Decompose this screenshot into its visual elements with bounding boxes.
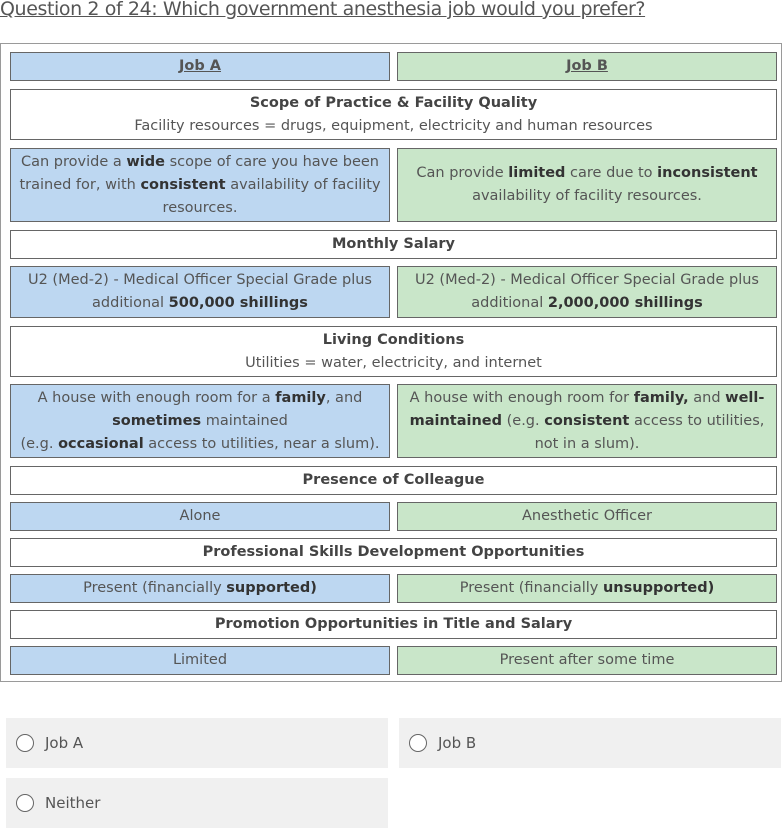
salary-title-row: Monthly Salary xyxy=(10,230,777,259)
promotion-job-b: Present after some time xyxy=(397,646,777,675)
job-b-header-label: Job B xyxy=(566,58,608,74)
salary-values-row: U2 (Med-2) - Medical Officer Special Gra… xyxy=(10,266,777,318)
job-a-header-label: Job A xyxy=(178,58,221,74)
colleague-title: Presence of Colleague xyxy=(302,472,485,488)
living-job-a: A house with enough room for a family, a… xyxy=(10,384,390,458)
promotion-job-a: Limited xyxy=(10,646,390,675)
promotion-title-row: Promotion Opportunities in Title and Sal… xyxy=(10,610,777,639)
scope-job-b-text: Can provide limited care due to inconsis… xyxy=(416,165,758,204)
salary-title-cell: Monthly Salary xyxy=(10,230,777,259)
promotion-job-a-text: Limited xyxy=(172,652,228,668)
promotion-title-cell: Promotion Opportunities in Title and Sal… xyxy=(10,610,777,639)
colleague-title-cell: Presence of Colleague xyxy=(10,466,777,495)
living-title: Living Conditions xyxy=(322,331,465,348)
colleague-values-row: Alone Anesthetic Officer xyxy=(10,502,777,531)
promotion-values-row: Limited Present after some time xyxy=(10,646,777,675)
scope-job-a: Can provide a wide scope of care you hav… xyxy=(10,148,390,222)
skills-job-a-text: Present (financially supported) xyxy=(83,580,317,596)
scope-job-a-text: Can provide a wide scope of care you hav… xyxy=(19,153,381,216)
skills-job-b-text: Present (financially unsupported) xyxy=(459,580,715,596)
living-job-b-text: A house with enough room for family, and… xyxy=(409,389,765,452)
salary-job-b-text: U2 (Med-2) - Medical Officer Special Gra… xyxy=(414,272,759,311)
radio-icon[interactable] xyxy=(16,794,34,812)
colleague-title-row: Presence of Colleague xyxy=(10,466,777,495)
skills-job-b: Present (financially unsupported) xyxy=(397,574,777,603)
scope-values-row: Can provide a wide scope of care you hav… xyxy=(10,148,777,222)
scope-job-b: Can provide limited care due to inconsis… xyxy=(397,148,777,222)
promotion-job-b-text: Present after some time xyxy=(499,652,675,668)
radio-icon[interactable] xyxy=(16,734,34,752)
living-job-b: A house with enough room for family, and… xyxy=(397,384,777,458)
option-job-b[interactable]: Job B xyxy=(399,718,781,768)
salary-job-a: U2 (Med-2) - Medical Officer Special Gra… xyxy=(10,266,390,318)
option-job-b-label: Job B xyxy=(438,734,477,752)
skills-title-row: Professional Skills Development Opportun… xyxy=(10,538,777,567)
colleague-job-b-text: Anesthetic Officer xyxy=(522,508,652,524)
living-title-cell: Living Conditions Utilities = water, ele… xyxy=(10,326,777,377)
scope-title-row: Scope of Practice & Facility Quality Fac… xyxy=(10,89,777,140)
question-title: Question 2 of 24: Which government anest… xyxy=(0,0,646,20)
radio-icon[interactable] xyxy=(409,734,427,752)
skills-values-row: Present (financially supported) Present … xyxy=(10,574,777,603)
living-job-a-text: A house with enough room for a family, a… xyxy=(20,389,380,452)
colleague-job-a-text: Alone xyxy=(179,508,221,524)
salary-job-b: U2 (Med-2) - Medical Officer Special Gra… xyxy=(397,266,777,318)
option-job-a[interactable]: Job A xyxy=(6,718,388,768)
colleague-job-a: Alone xyxy=(10,502,390,531)
living-title-row: Living Conditions Utilities = water, ele… xyxy=(10,326,777,377)
skills-title: Professional Skills Development Opportun… xyxy=(202,544,585,560)
job-a-header: Job A xyxy=(10,52,390,81)
scope-title-cell: Scope of Practice & Facility Quality Fac… xyxy=(10,89,777,140)
option-neither[interactable]: Neither xyxy=(6,778,388,828)
option-job-a-label: Job A xyxy=(45,734,84,752)
colleague-job-b: Anesthetic Officer xyxy=(397,502,777,531)
skills-title-cell: Professional Skills Development Opportun… xyxy=(10,538,777,567)
skills-job-a: Present (financially supported) xyxy=(10,574,390,603)
salary-job-a-text: U2 (Med-2) - Medical Officer Special Gra… xyxy=(27,272,372,311)
header-row: Job A Job B xyxy=(10,52,777,81)
promotion-title: Promotion Opportunities in Title and Sal… xyxy=(214,616,573,632)
scope-title: Scope of Practice & Facility Quality xyxy=(249,94,538,111)
living-values-row: A house with enough room for a family, a… xyxy=(10,384,777,458)
living-subtitle: Utilities = water, electricity, and inte… xyxy=(245,354,542,371)
scope-subtitle: Facility resources = drugs, equipment, e… xyxy=(134,117,653,134)
comparison-table: Job A Job B Scope of Practice & Facility… xyxy=(0,43,782,682)
job-b-header: Job B xyxy=(397,52,777,81)
option-neither-label: Neither xyxy=(45,794,101,812)
salary-title: Monthly Salary xyxy=(331,236,456,252)
